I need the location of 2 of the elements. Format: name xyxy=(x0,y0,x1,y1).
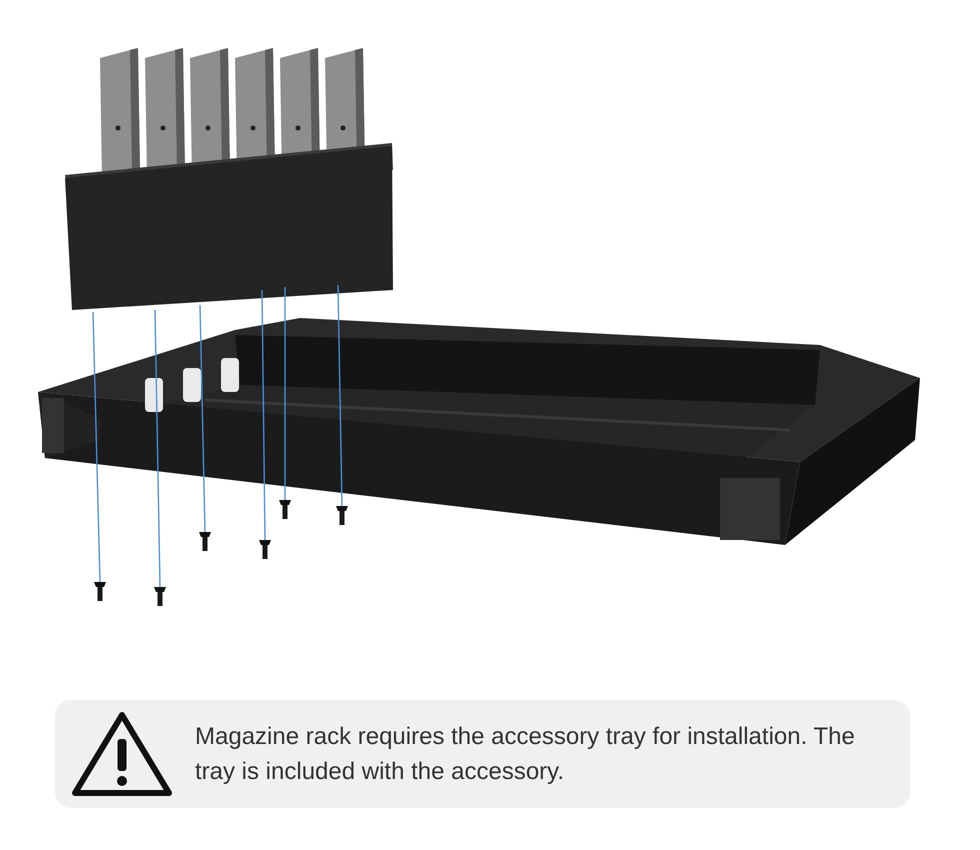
note-panel xyxy=(55,700,910,808)
note-text: Magazine rack requires the accessory tray for installation. The tray is included with the accessory. xyxy=(195,722,856,787)
